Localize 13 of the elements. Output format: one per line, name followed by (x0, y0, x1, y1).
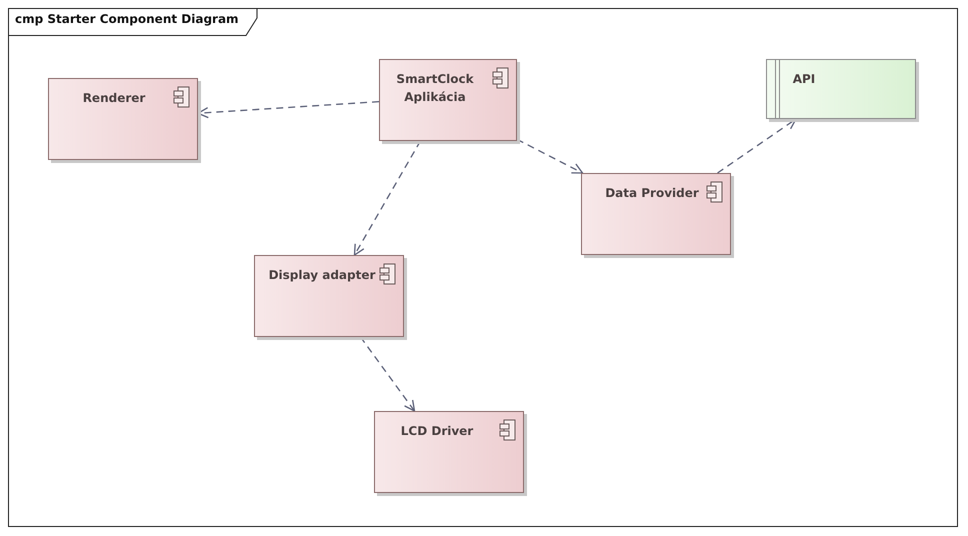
component-name: Display adapter (268, 267, 376, 284)
component-name: Data Provider (604, 185, 700, 202)
component-name: SmartClock Aplikácia (395, 71, 475, 106)
diagram-title: cmp Starter Component Diagram (15, 12, 239, 26)
component-name: API (792, 71, 816, 88)
component-name: Renderer (82, 90, 146, 107)
component-name: LCD Driver (400, 423, 474, 440)
component-box (374, 411, 524, 493)
component-box (379, 59, 517, 141)
interface-box (766, 59, 916, 119)
component-box (254, 255, 404, 337)
component-box (48, 78, 198, 160)
component-box (581, 173, 731, 255)
